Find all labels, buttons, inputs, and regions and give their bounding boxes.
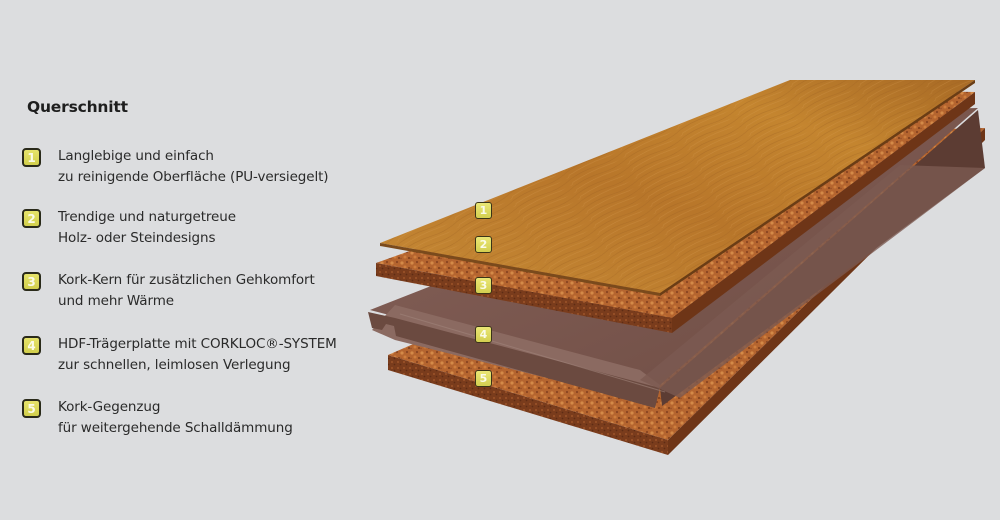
legend-line: zur schnellen, leimlosen Verlegung [58, 357, 291, 373]
legend-item-5: 5 Kork-Gegenzug für weitergehende Schall… [22, 397, 293, 439]
marker-2: 2 [475, 236, 492, 253]
legend-line: und mehr Wärme [58, 293, 174, 309]
legend-item-2: 2 Trendige und naturgetreue Holz- oder S… [22, 207, 236, 249]
page-title: Querschnitt [27, 98, 128, 116]
legend-text: HDF-Trägerplatte mit CORKLOC®-SYSTEM zur… [58, 334, 337, 376]
legend-item-1: 1 Langlebige und einfach zu reinigende O… [22, 146, 329, 188]
legend-line: HDF-Trägerplatte mit CORKLOC®-SYSTEM [58, 336, 337, 352]
legend-line: Trendige und naturgetreue [58, 209, 236, 225]
legend-line: Langlebige und einfach [58, 148, 214, 164]
legend-item-3: 3 Kork-Kern für zusätzlichen Gehkomfort … [22, 270, 315, 312]
marker-4: 4 [475, 326, 492, 343]
number-badge: 3 [22, 272, 41, 291]
number-badge: 5 [22, 399, 41, 418]
legend-line: Kork-Gegenzug [58, 399, 161, 415]
legend-text: Langlebige und einfach zu reinigende Obe… [58, 146, 329, 188]
number-badge: 4 [22, 336, 41, 355]
layer-wood-surface [380, 80, 975, 296]
legend-line: für weitergehende Schalldämmung [58, 420, 293, 436]
number-badge: 2 [22, 209, 41, 228]
legend-line: Holz- oder Steindesigns [58, 230, 216, 246]
legend-text: Kork-Gegenzug für weitergehende Schalldä… [58, 397, 293, 439]
marker-1: 1 [475, 202, 492, 219]
number-badge: 1 [22, 148, 41, 167]
legend-text: Kork-Kern für zusätzlichen Gehkomfort un… [58, 270, 315, 312]
legend-line: Kork-Kern für zusätzlichen Gehkomfort [58, 272, 315, 288]
legend-text: Trendige und naturgetreue Holz- oder Ste… [58, 207, 236, 249]
legend-line: zu reinigende Oberfläche (PU-versiegelt) [58, 169, 329, 185]
marker-5: 5 [475, 370, 492, 387]
marker-3: 3 [475, 277, 492, 294]
legend-item-4: 4 HDF-Trägerplatte mit CORKLOC®-SYSTEM z… [22, 334, 337, 376]
